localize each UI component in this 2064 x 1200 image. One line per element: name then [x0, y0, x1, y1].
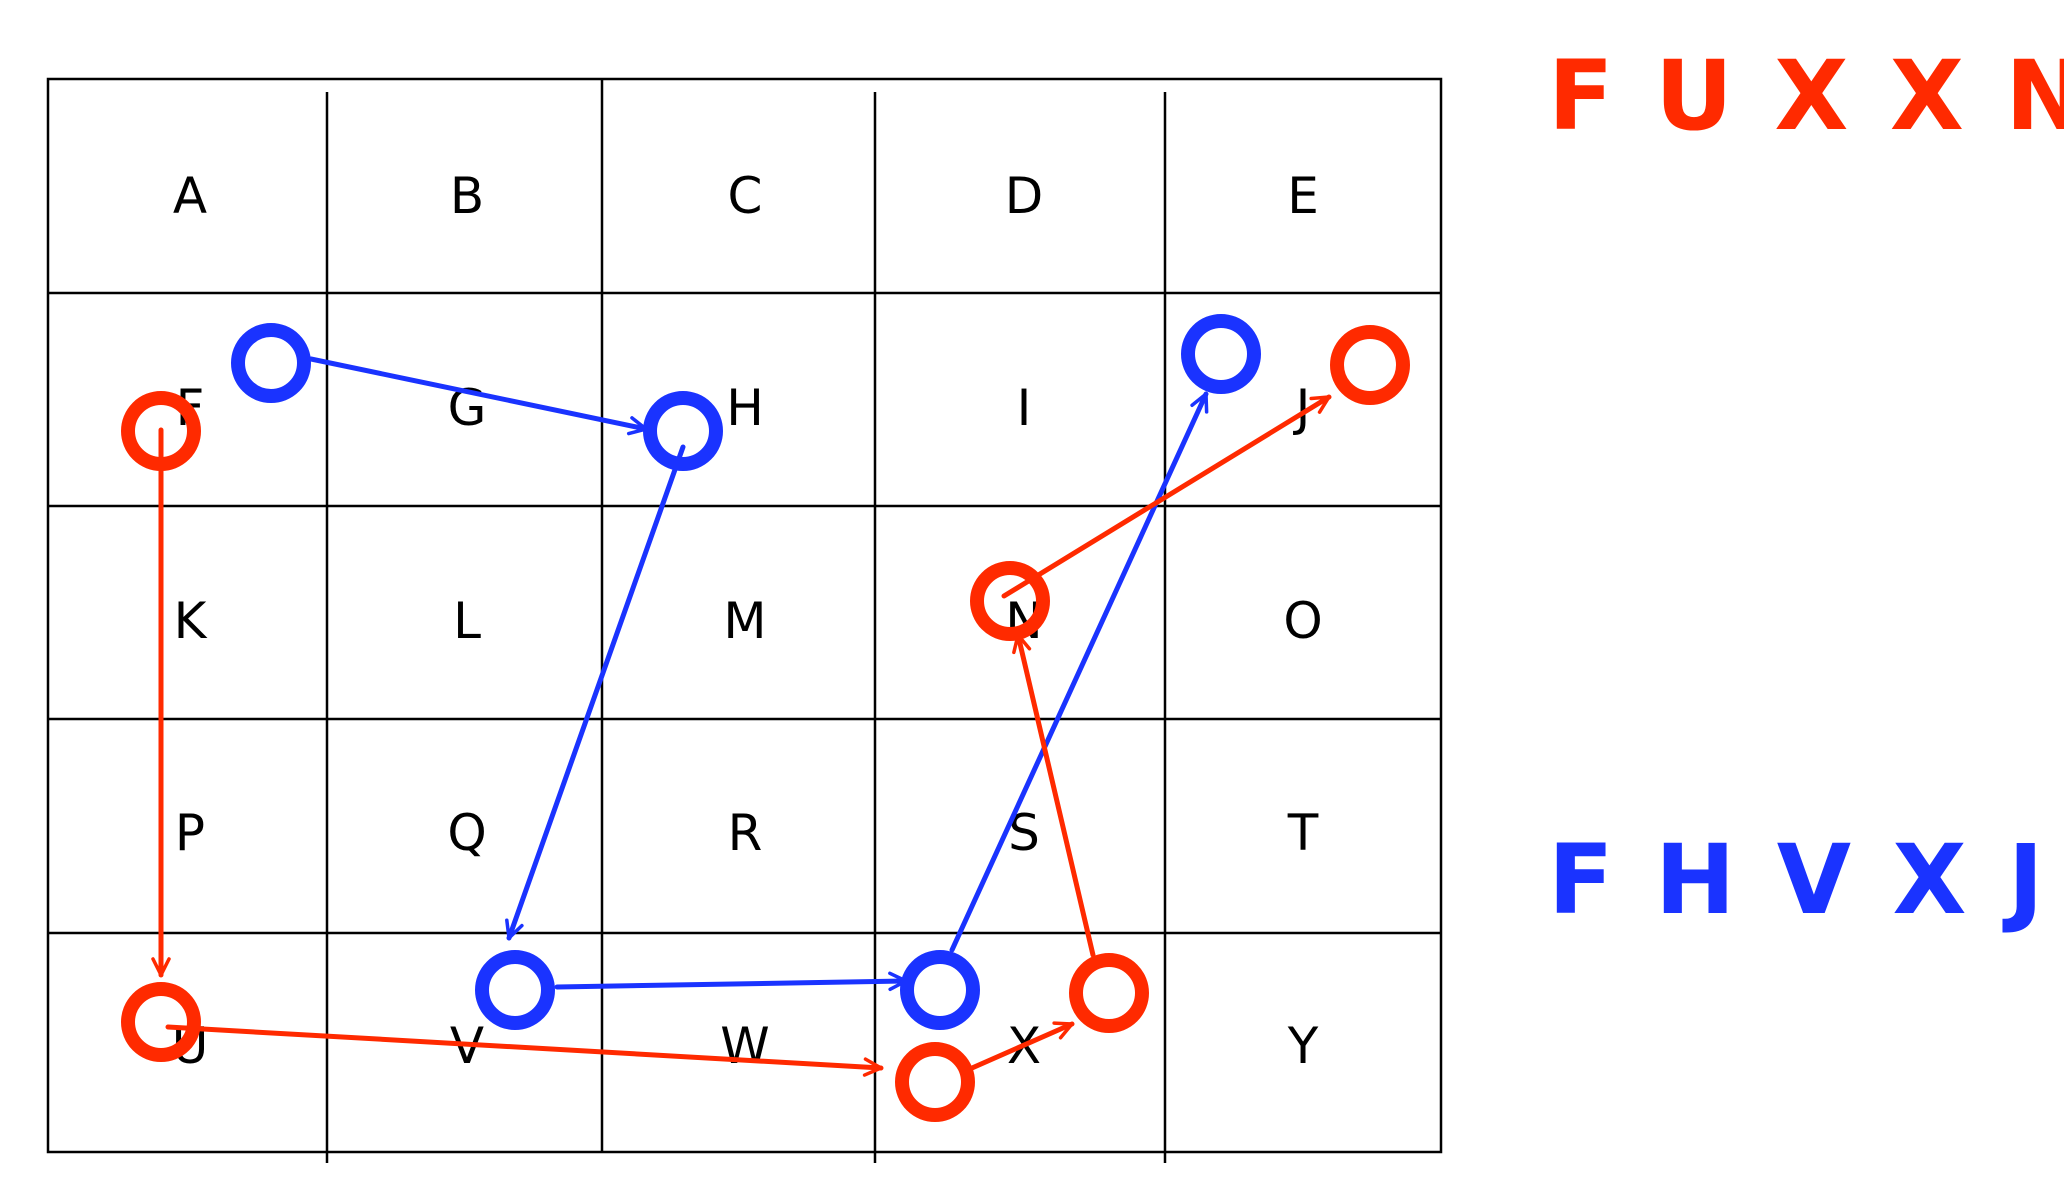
red-path	[151, 394, 1332, 1077]
blue-sequence-label: F H V X J	[1548, 824, 2048, 936]
blue-circle-marker	[231, 323, 311, 403]
blue-arrow-h-v	[505, 444, 686, 941]
red-arrow-n-j	[1001, 394, 1332, 599]
cell-letter: I	[1017, 379, 1032, 437]
red-arrow-x-n	[1012, 632, 1096, 958]
red-circle-marker	[1330, 325, 1410, 405]
cell-letter: Y	[1287, 1017, 1319, 1075]
red-circle-marker	[970, 561, 1050, 641]
cell-letter: O	[1283, 592, 1322, 650]
cell-letter: J	[1293, 379, 1311, 437]
cell-letter: D	[1005, 167, 1044, 225]
red-circle-marker	[1069, 953, 1149, 1033]
blue-markers	[231, 314, 1261, 1030]
red-markers	[121, 325, 1410, 1122]
blue-arrow-x-j	[949, 391, 1209, 953]
red-sequence-label: F U X X N J	[1548, 40, 2064, 152]
blue-circle-marker	[900, 950, 980, 1030]
cell-letter: Q	[447, 804, 486, 862]
cell-letter: W	[720, 1017, 769, 1075]
blue-arrow-f-h	[308, 356, 649, 436]
blue-circle-marker	[475, 950, 555, 1030]
red-circle-marker	[121, 391, 201, 471]
cell-letter: L	[453, 592, 481, 650]
blue-circle-marker	[643, 391, 723, 471]
blue-circle-marker	[1181, 314, 1261, 394]
cell-letter: K	[174, 592, 208, 650]
cell-letter: B	[450, 167, 484, 225]
red-circle-marker	[121, 982, 201, 1062]
cell-letter: H	[726, 379, 764, 437]
cell-letter: P	[175, 804, 205, 862]
cell-letter: T	[1287, 804, 1319, 862]
red-arrow-u-x	[165, 1024, 884, 1077]
cell-letter: A	[173, 167, 207, 225]
cell-letter: R	[728, 804, 763, 862]
cell-letter: M	[723, 592, 766, 650]
cell-letter: E	[1287, 167, 1319, 225]
grid-lines	[46, 77, 1443, 1163]
cell-letters: A B C D E F G H I J K L M N O P Q R S T …	[172, 167, 1323, 1075]
grid-frame	[46, 77, 1443, 1154]
blue-arrow-v-x	[554, 971, 909, 992]
red-circle-marker	[895, 1042, 975, 1122]
blue-path	[308, 356, 1209, 992]
red-arrow-x-x	[969, 1021, 1075, 1071]
cell-letter: C	[728, 167, 763, 225]
